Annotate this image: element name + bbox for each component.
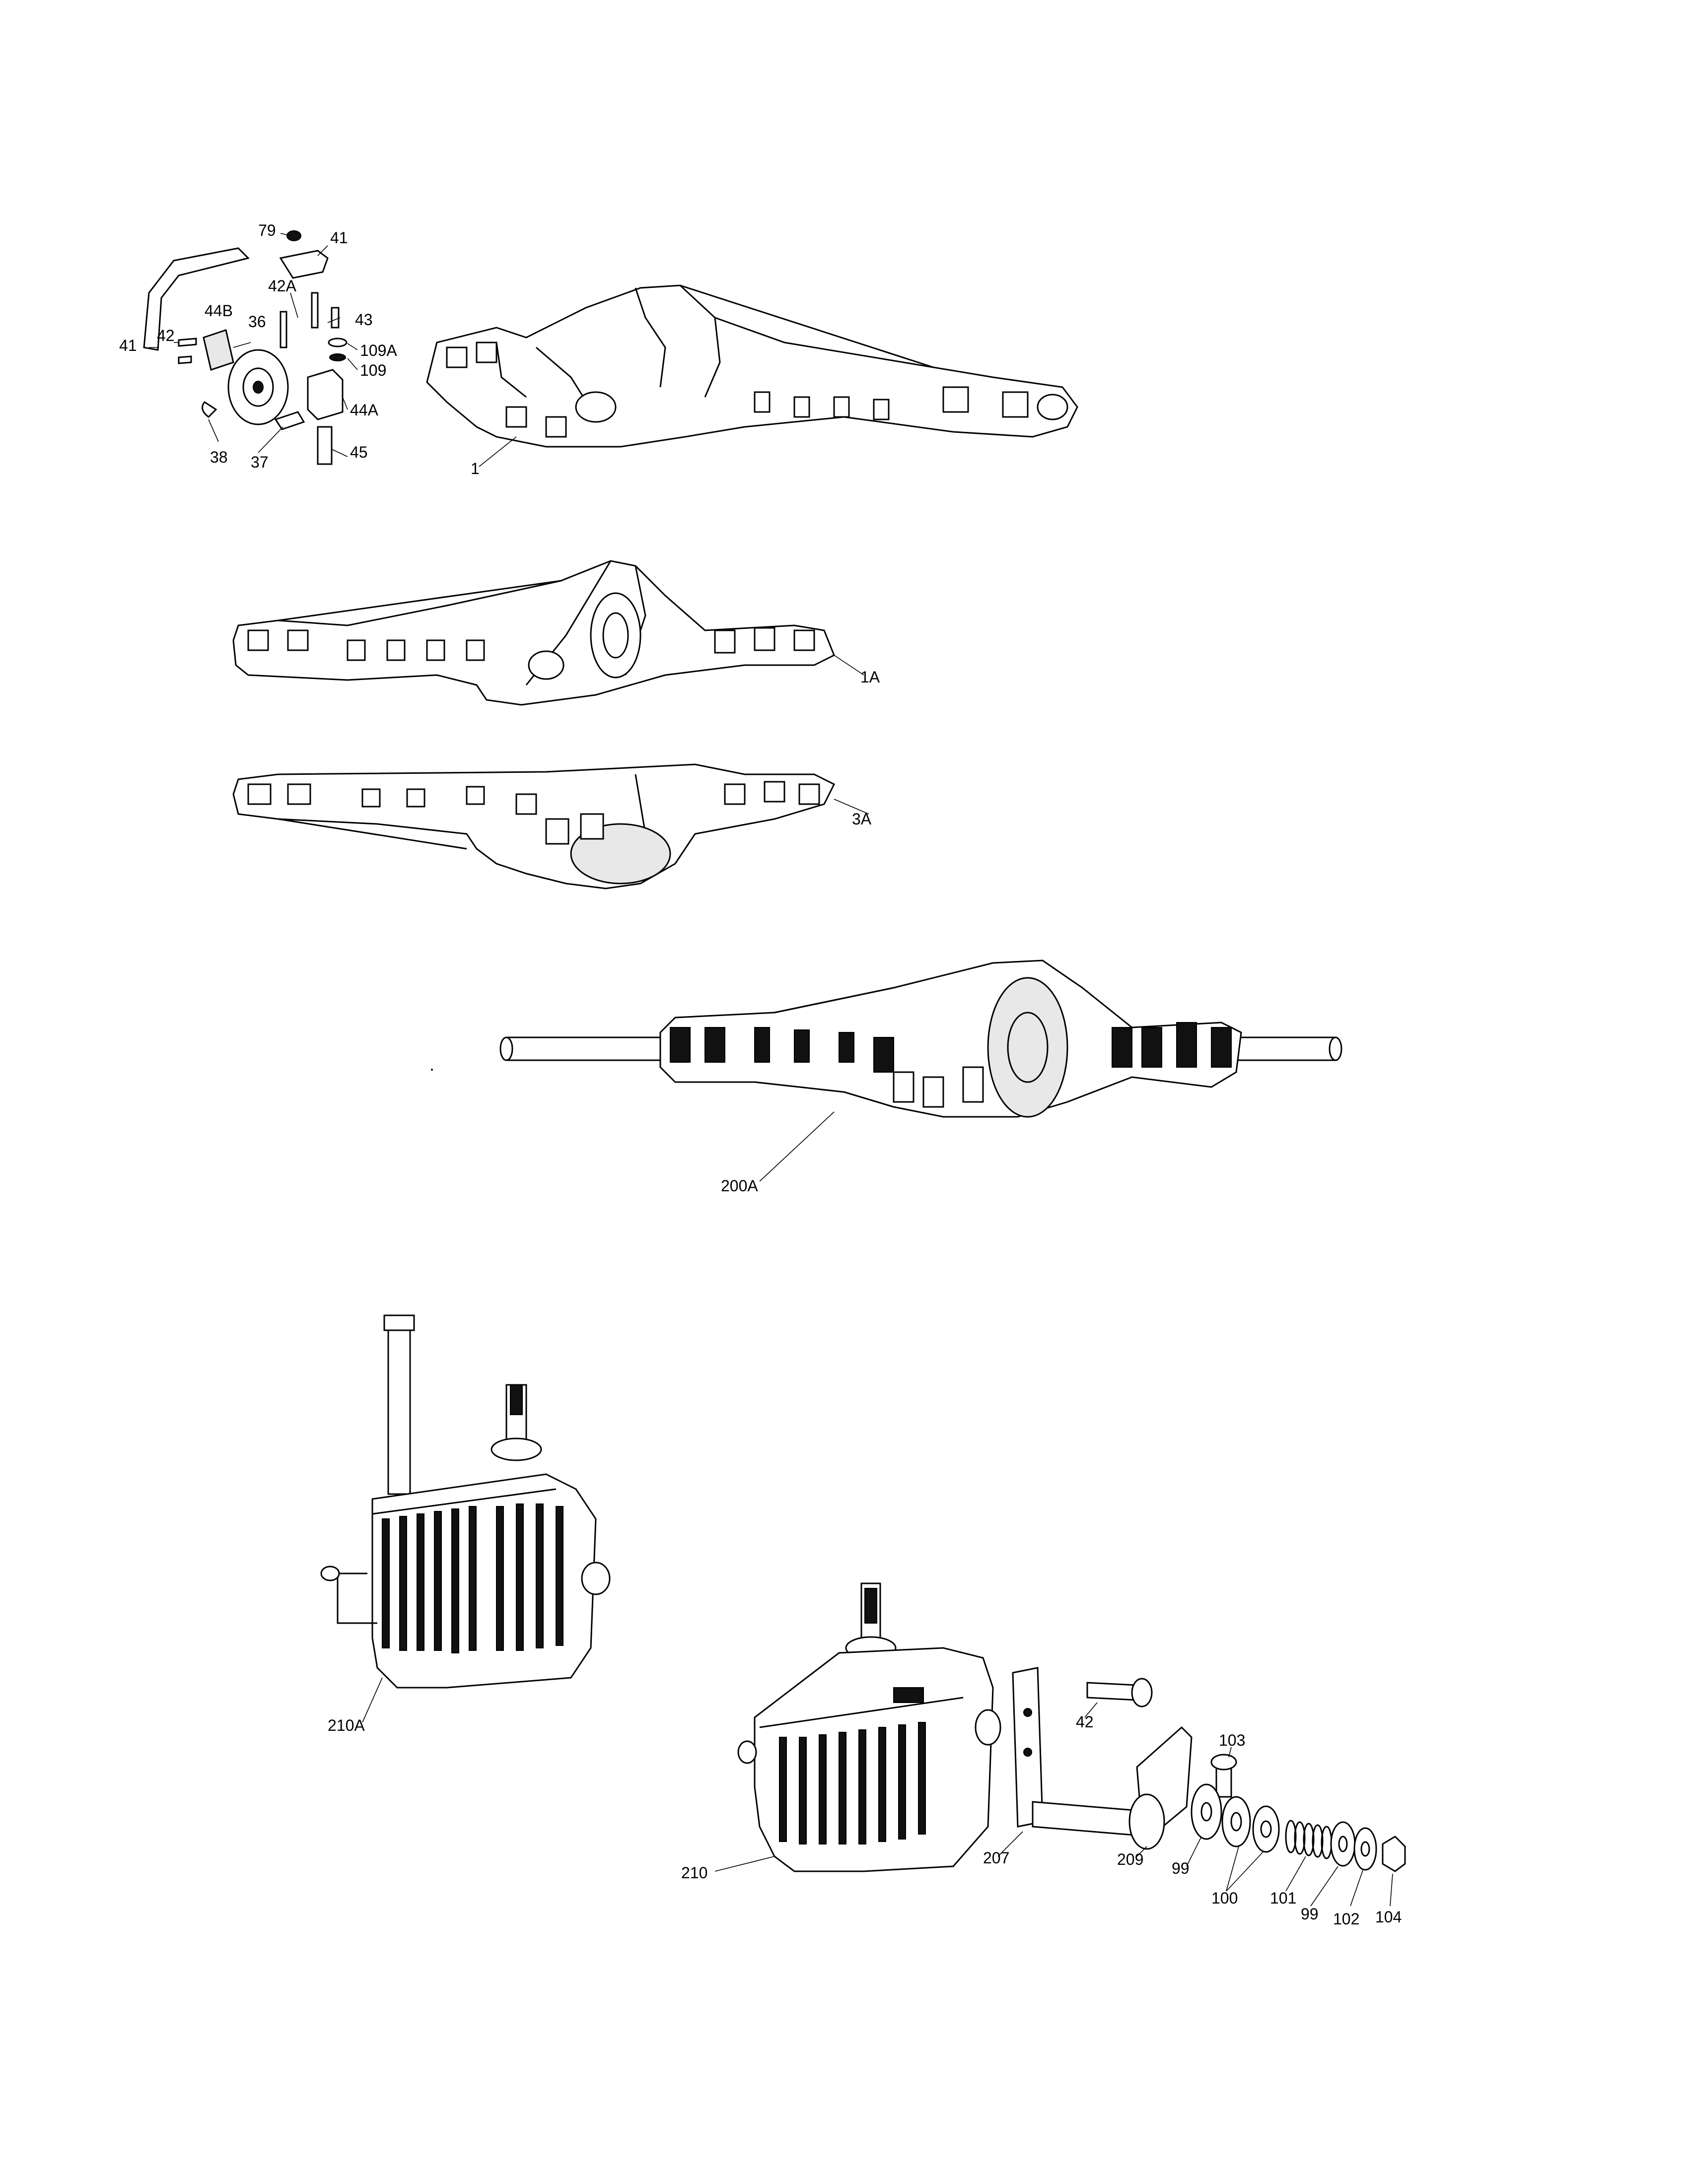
part-210-transaxle	[714, 1582, 1001, 1872]
part-41-upper-bracket	[279, 250, 329, 279]
callout-99-second: 99	[1301, 1905, 1319, 1923]
callout-100: 100	[1211, 1889, 1238, 1907]
callout-3A: 3A	[852, 810, 872, 828]
callout-41-upper: 41	[330, 229, 348, 247]
callout-101: 101	[1270, 1889, 1297, 1907]
part-42-bolt-lower	[1084, 1678, 1153, 1718]
part-1-housing-half	[426, 284, 1078, 467]
callout-37: 37	[251, 453, 269, 471]
callout-104: 104	[1375, 1908, 1402, 1926]
callout-79: 79	[258, 221, 276, 239]
part-99-washer-a	[1191, 1783, 1222, 1840]
callout-99-first: 99	[1172, 1859, 1190, 1877]
part-102-washer	[1353, 1827, 1377, 1871]
callout-36: 36	[248, 313, 266, 331]
callout-109: 109	[360, 361, 387, 379]
part-109A-ring	[328, 338, 348, 347]
part-41-lever	[143, 247, 250, 351]
part-42-screw	[178, 338, 197, 347]
part-42A-bolt	[311, 292, 319, 329]
washer-stack	[1186, 1783, 1406, 1907]
callout-1: 1	[471, 460, 480, 478]
part-79-ball	[286, 230, 301, 241]
shift-lever-assembly	[143, 230, 358, 465]
part-101-spring	[1285, 1820, 1333, 1859]
callout-41-lever: 41	[119, 337, 137, 354]
part-200A-axle-assembly	[499, 959, 1342, 1182]
callout-109A: 109A	[360, 341, 397, 359]
callout-102: 102	[1333, 1910, 1360, 1928]
part-45-pin	[317, 426, 333, 465]
callout-42A: 42A	[268, 277, 296, 295]
part-207-bracket	[997, 1667, 1153, 1857]
part-44A-block	[307, 369, 344, 420]
part-104-nut	[1382, 1836, 1406, 1872]
callout-200A: 200A	[721, 1177, 758, 1195]
part-1A-housing-half	[232, 560, 864, 706]
part-42-screw-2	[178, 355, 192, 364]
part-209-bracket	[1128, 1726, 1193, 1857]
part-38-washer	[202, 401, 217, 418]
part-100-washer-b	[1252, 1805, 1280, 1853]
part-99-washer-b	[1330, 1821, 1356, 1867]
callout-103: 103	[1219, 1731, 1246, 1749]
callout-1A: 1A	[860, 668, 880, 686]
callout-42: 42	[157, 327, 175, 344]
part-42A-bolt-2	[280, 311, 287, 348]
part-37-key	[274, 411, 305, 430]
part-210A-transaxle	[320, 1314, 611, 1723]
callout-45: 45	[350, 443, 368, 461]
callout-44B: 44B	[205, 302, 233, 320]
callout-44A: 44A	[350, 401, 378, 419]
callout-43: 43	[355, 311, 373, 329]
callout-42-lower: 42	[1076, 1713, 1094, 1731]
callout-209: 209	[1117, 1850, 1144, 1868]
part-109-ring	[329, 353, 346, 361]
callout-38: 38	[210, 448, 228, 466]
part-43-screw	[331, 307, 340, 329]
part-100-washer-a	[1221, 1796, 1251, 1847]
part-3A-housing	[232, 763, 869, 889]
callout-210: 210	[681, 1864, 708, 1882]
callout-207: 207	[983, 1849, 1010, 1867]
part-44B-plate	[203, 329, 234, 371]
callout-210A: 210A	[328, 1716, 365, 1734]
part-103-bolt	[1210, 1747, 1237, 1798]
